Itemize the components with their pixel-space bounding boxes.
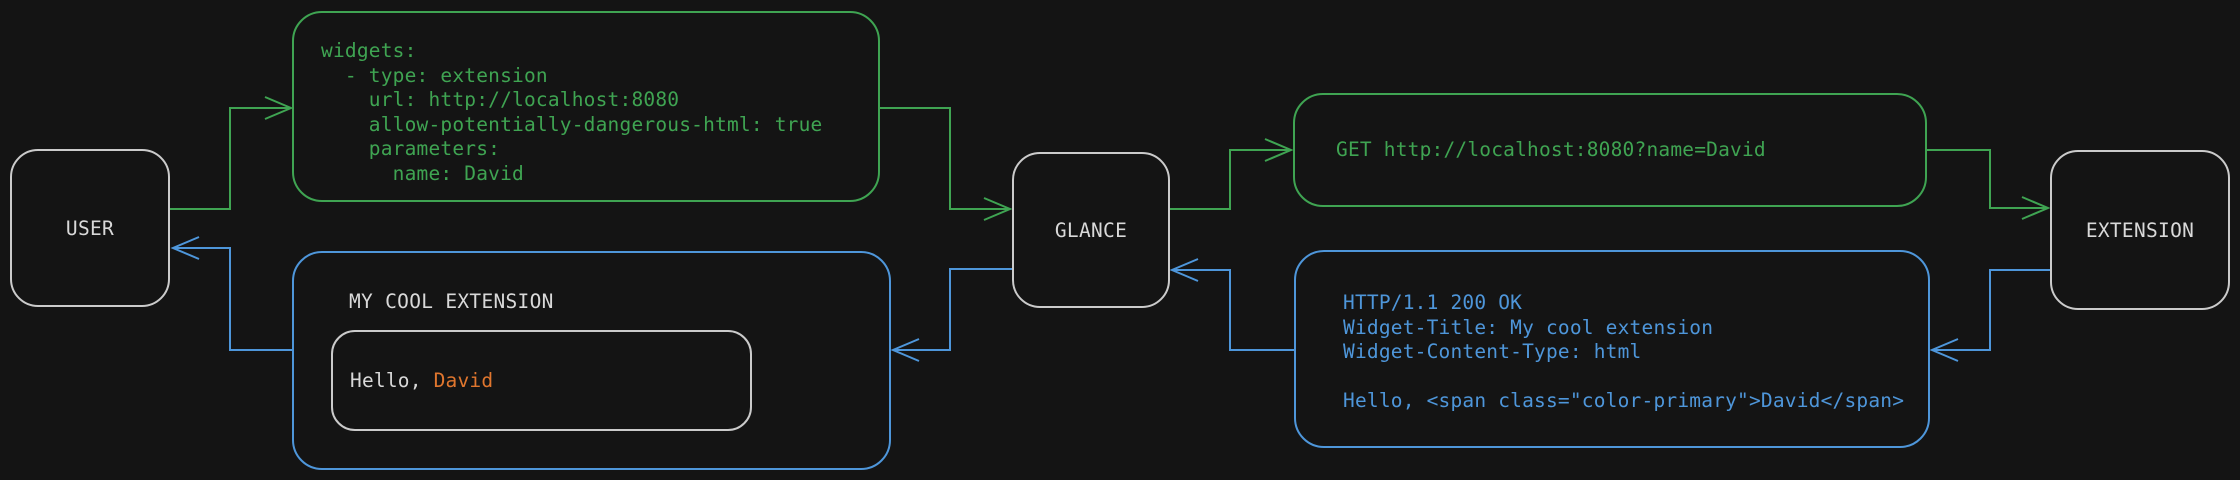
arrow-head-icon	[1264, 138, 1294, 162]
greeting-text: Hello,	[350, 369, 434, 392]
greeting-name: David	[433, 369, 494, 392]
response-box: HTTP/1.1 200 OK Widget-Title: My cool ex…	[1294, 250, 1930, 448]
arrow-line	[1173, 269, 1294, 351]
rendered-widget-box: MY COOL EXTENSION Hello, David	[292, 251, 891, 470]
user-node: USER	[10, 149, 170, 307]
request-flow	[170, 96, 2051, 221]
http-request-code: GET http://localhost:8080?name=David	[1336, 137, 1766, 161]
arrow-line	[170, 107, 290, 210]
arrow-head-icon	[983, 197, 1013, 221]
widget-inner-box: Hello, David	[331, 330, 752, 431]
extension-node: EXTENSION	[2050, 150, 2230, 310]
response-flow	[170, 236, 2050, 362]
arrow-line	[880, 107, 1009, 210]
arrow-head-icon	[264, 96, 294, 120]
arrow-head-icon	[2021, 196, 2051, 220]
arrow-head-icon	[170, 236, 200, 260]
user-node-label: USER	[65, 216, 115, 240]
arrow-line	[174, 247, 292, 351]
arrow-head-icon	[1169, 258, 1199, 282]
arrow-head-icon	[890, 338, 920, 362]
arrow-line	[1927, 149, 2047, 209]
request-box: GET http://localhost:8080?name=David	[1293, 93, 1927, 207]
glance-node: GLANCE	[1012, 152, 1170, 308]
arrow-line	[1170, 149, 1290, 210]
config-yaml-code: widgets: - type: extension url: http://l…	[321, 39, 823, 185]
arrow-line	[1933, 269, 2050, 351]
http-response-code: HTTP/1.1 200 OK Widget-Title: My cool ex…	[1343, 291, 1905, 412]
glance-node-label: GLANCE	[1054, 218, 1128, 242]
widget-title: MY COOL EXTENSION	[349, 290, 554, 313]
config-box: widgets: - type: extension url: http://l…	[292, 11, 880, 202]
extension-node-label: EXTENSION	[2085, 218, 2195, 242]
arrow-line	[894, 268, 1012, 351]
arrow-head-icon	[1929, 338, 1959, 362]
